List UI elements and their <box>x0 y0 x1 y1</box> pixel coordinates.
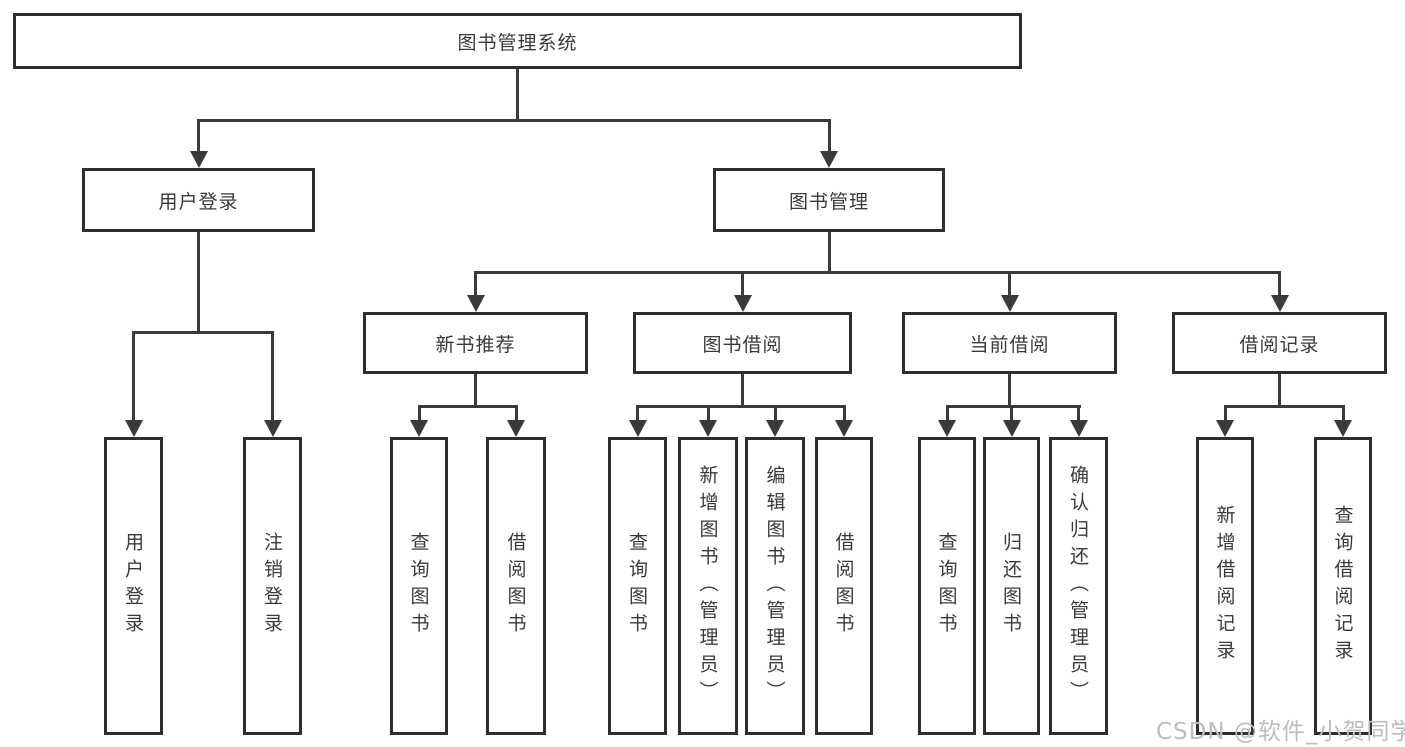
arrowhead-icon <box>124 420 143 437</box>
leaf-edit-books-admin: 编辑图书（管理员） <box>745 437 805 735</box>
connector-line <box>417 405 518 408</box>
node-label: 借阅记录 <box>1239 333 1320 356</box>
connector-line <box>1223 405 1227 423</box>
leaf-query-books-2: 查询图书 <box>608 437 667 735</box>
arrowhead-icon <box>189 151 208 168</box>
connector-line <box>1010 405 1013 423</box>
connector-line <box>516 69 519 121</box>
leaf-logout: 注销登录 <box>243 437 302 735</box>
node-label: 借阅图书 <box>504 532 527 640</box>
connector-line <box>1278 374 1281 407</box>
arrowhead-icon <box>466 295 485 312</box>
leaf-borrow-books-2: 借阅图书 <box>815 437 873 735</box>
connector-line <box>1341 405 1345 423</box>
connector-line <box>197 119 831 122</box>
connector-line <box>636 405 639 423</box>
node-book-management: 图书管理 <box>713 168 945 232</box>
connector-line <box>773 405 777 423</box>
node-label: 确认归还（管理员） <box>1067 464 1089 708</box>
arrowhead-icon <box>835 420 853 437</box>
leaf-query-books-1: 查询图书 <box>390 437 448 735</box>
leaf-query-borrow-record: 查询借阅记录 <box>1314 437 1372 735</box>
watermark-text: CSDN @软件_小贺同学 <box>1156 719 1405 745</box>
node-label: 查询图书 <box>935 532 958 640</box>
connector-line <box>1278 271 1281 298</box>
node-label: 新增图书（管理员） <box>696 464 719 708</box>
arrowhead-icon <box>733 295 752 312</box>
node-label: 查询图书 <box>407 532 430 640</box>
node-label: 新书推荐 <box>435 333 516 356</box>
leaf-user-login: 用户登录 <box>104 437 163 735</box>
node-label: 借阅图书 <box>832 532 855 640</box>
node-label: 图书借阅 <box>702 333 783 356</box>
connector-line <box>197 232 200 333</box>
connector-line <box>741 271 744 298</box>
connector-line <box>271 331 274 421</box>
arrowhead-icon <box>1000 295 1019 312</box>
connector-line <box>1077 405 1080 423</box>
arrowhead-icon <box>263 420 282 437</box>
node-label: 注销登录 <box>261 532 283 640</box>
connector-line <box>474 271 1281 274</box>
connector-line <box>474 374 477 407</box>
connector-line <box>1008 271 1011 298</box>
node-label: 当前借阅 <box>969 333 1050 356</box>
node-root-library-system: 图书管理系统 <box>13 13 1022 69</box>
arrowhead-icon <box>507 420 525 437</box>
arrowhead-icon <box>938 420 956 437</box>
node-label: 用户登录 <box>122 532 144 640</box>
arrowhead-icon <box>1216 420 1234 437</box>
arrowhead-icon <box>410 420 428 437</box>
node-label: 查询图书 <box>626 532 648 640</box>
arrowhead-icon <box>1270 295 1289 312</box>
node-label: 编辑图书（管理员） <box>763 464 786 708</box>
connector-line <box>842 405 846 423</box>
connector-line <box>741 374 744 407</box>
arrowhead-icon <box>628 420 647 437</box>
node-new-book-recommend: 新书推荐 <box>363 312 588 374</box>
connector-line <box>827 119 831 154</box>
connector-line <box>706 405 710 423</box>
connector-line <box>1008 374 1011 407</box>
connector-line <box>474 271 477 298</box>
arrowhead-icon <box>820 151 838 168</box>
arrowhead-icon <box>699 420 717 437</box>
leaf-return-books: 归还图书 <box>983 437 1040 735</box>
leaf-add-books-admin: 新增图书（管理员） <box>678 437 738 735</box>
connector-line <box>197 119 200 154</box>
node-book-borrow: 图书借阅 <box>633 312 852 374</box>
node-label: 新增借阅记录 <box>1213 505 1236 667</box>
node-current-borrow: 当前借阅 <box>902 312 1117 374</box>
connector-line <box>132 331 274 334</box>
node-label: 图书管理系统 <box>457 31 578 54</box>
connector-line <box>514 405 518 423</box>
arrowhead-icon <box>1069 420 1088 437</box>
node-borrow-records: 借阅记录 <box>1172 312 1387 374</box>
connector-line <box>132 331 135 421</box>
connector-line <box>636 405 846 408</box>
arrowhead-icon <box>766 420 784 437</box>
arrowhead-icon <box>1334 420 1352 437</box>
leaf-confirm-return-admin: 确认归还（管理员） <box>1049 437 1108 735</box>
leaf-query-books-3: 查询图书 <box>918 437 976 735</box>
leaf-borrow-books-1: 借阅图书 <box>486 437 546 735</box>
connector-line <box>827 232 831 273</box>
node-label: 用户登录 <box>158 190 239 213</box>
node-label: 归还图书 <box>1000 532 1022 640</box>
connector-line <box>945 405 1081 408</box>
node-label: 图书管理 <box>788 190 869 213</box>
connector-line <box>945 405 949 423</box>
node-user-login: 用户登录 <box>82 168 315 232</box>
connector-line <box>1223 405 1345 408</box>
connector-line <box>417 405 421 423</box>
arrowhead-icon <box>1002 420 1021 437</box>
node-label: 查询借阅记录 <box>1331 505 1354 667</box>
leaf-add-borrow-record: 新增借阅记录 <box>1196 437 1254 735</box>
